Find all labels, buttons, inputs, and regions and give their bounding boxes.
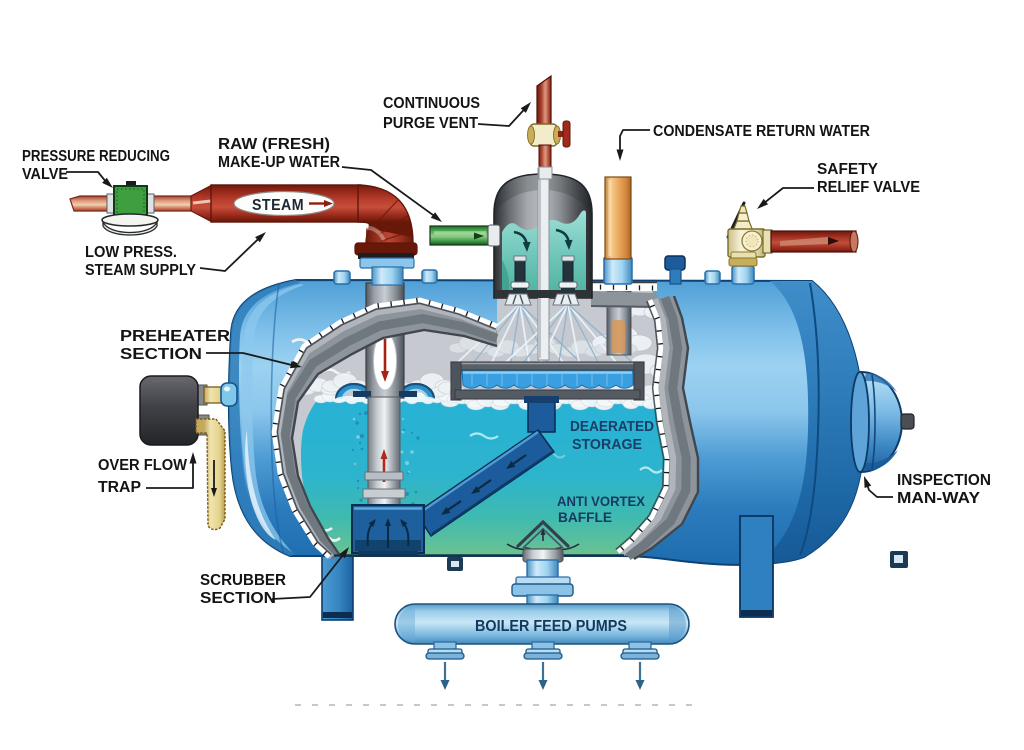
- svg-text:ANTI VORTEX: ANTI VORTEX: [557, 493, 646, 509]
- svg-text:SECTION: SECTION: [200, 590, 276, 607]
- svg-text:PRESSURE REDUCING: PRESSURE REDUCING: [22, 148, 170, 165]
- svg-text:STEAM SUPPLY: STEAM SUPPLY: [85, 262, 197, 279]
- svg-text:CONTINUOUS: CONTINUOUS: [383, 95, 480, 112]
- svg-text:VALVE: VALVE: [22, 166, 68, 183]
- svg-text:RELIEF VALVE: RELIEF VALVE: [817, 179, 920, 196]
- svg-text:PREHEATER: PREHEATER: [120, 328, 230, 345]
- svg-text:SCRUBBER: SCRUBBER: [200, 572, 286, 589]
- svg-text:BOILER FEED PUMPS: BOILER FEED PUMPS: [475, 618, 627, 635]
- svg-text:INSPECTION: INSPECTION: [897, 472, 991, 489]
- svg-text:MAN-WAY: MAN-WAY: [897, 490, 981, 507]
- svg-text:OVER FLOW: OVER FLOW: [98, 457, 187, 474]
- svg-text:DEAERATED: DEAERATED: [570, 418, 654, 435]
- svg-text:BAFFLE: BAFFLE: [558, 509, 612, 525]
- svg-text:CONDENSATE RETURN WATER: CONDENSATE RETURN WATER: [653, 123, 870, 140]
- svg-text:PURGE VENT: PURGE VENT: [383, 115, 479, 132]
- svg-text:TRAP: TRAP: [98, 479, 141, 496]
- svg-text:SAFETY: SAFETY: [817, 161, 879, 178]
- svg-text:LOW PRESS.: LOW PRESS.: [85, 244, 177, 261]
- svg-text:RAW (FRESH): RAW (FRESH): [218, 136, 330, 153]
- svg-text:STORAGE: STORAGE: [572, 436, 642, 453]
- svg-text:SECTION: SECTION: [120, 346, 202, 363]
- svg-text:STEAM: STEAM: [252, 197, 304, 214]
- svg-text:MAKE-UP WATER: MAKE-UP WATER: [218, 154, 340, 171]
